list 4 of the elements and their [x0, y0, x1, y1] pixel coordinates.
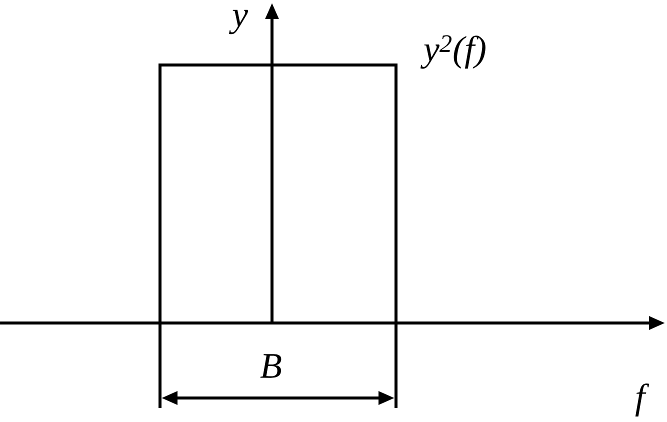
dimension-label: B: [260, 354, 282, 378]
curve-label: y$^{2}$(f): [420, 35, 486, 69]
axis-label: y: [229, 10, 248, 34]
axis-label: f: [635, 384, 650, 416]
